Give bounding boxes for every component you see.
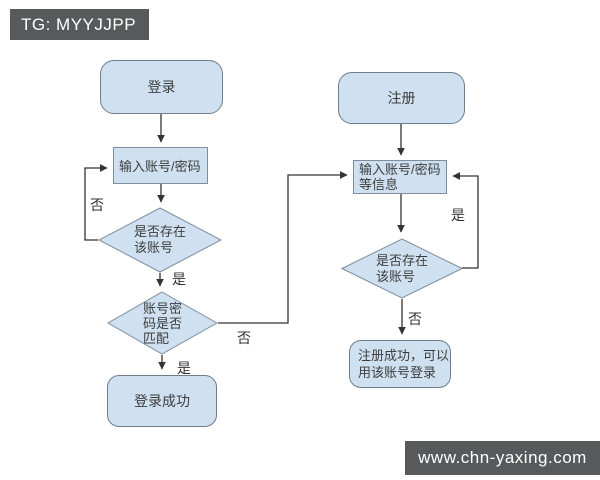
register-input-node: 输入账号/密码 等信息 <box>353 160 447 194</box>
register-success-node: 注册成功，可以 用该账号登录 <box>349 340 451 388</box>
edge-label-login-exists-yes: 是 <box>172 271 186 287</box>
login-match-decision: 账号密 码是否 匹配 <box>107 291 218 355</box>
register-input-label: 输入账号/密码 等信息 <box>359 162 441 192</box>
login-start-node: 登录 <box>100 60 223 114</box>
register-start-node: 注册 <box>338 72 465 124</box>
edge-register-exists-yes-loop <box>452 172 479 269</box>
register-exists-decision: 是否存在 该账号 <box>341 238 463 299</box>
register-start-label: 注册 <box>387 90 416 106</box>
login-exists-decision: 是否存在 该账号 <box>98 207 222 273</box>
top-watermark-text: TG: MYYJJPP <box>21 14 137 34</box>
login-start-label: 登录 <box>147 79 176 95</box>
edge-label-login-exists-no: 否 <box>90 197 104 213</box>
edge-login-exists-no-loop <box>84 164 108 241</box>
diamond-shape <box>107 291 218 355</box>
register-exists-label: 是否存在 该账号 <box>375 252 428 284</box>
top-watermark: TG: MYYJJPP <box>10 9 149 40</box>
login-exists-label: 是否存在 该账号 <box>133 224 186 255</box>
bottom-watermark: www.chn-yaxing.com <box>405 441 600 475</box>
login-input-node: 输入账号/密码 <box>113 147 208 184</box>
login-input-label: 输入账号/密码 <box>119 159 201 174</box>
bottom-watermark-text: www.chn-yaxing.com <box>418 448 587 467</box>
edge-login-match-no-to-register-input <box>218 171 348 324</box>
login-success-label: 登录成功 <box>134 393 190 409</box>
login-match-label: 账号密 码是否 匹配 <box>142 300 182 346</box>
edge-label-login-match-no: 否 <box>237 330 251 346</box>
edge-label-register-exists-yes: 是 <box>451 207 465 223</box>
edge-label-register-exists-no: 否 <box>408 311 422 327</box>
edge-label-login-match-yes: 是 <box>177 360 191 376</box>
register-success-label: 注册成功，可以 用该账号登录 <box>358 348 450 380</box>
login-success-node: 登录成功 <box>107 375 217 427</box>
diamond-shape <box>98 207 222 273</box>
diamond-shape <box>341 238 463 299</box>
